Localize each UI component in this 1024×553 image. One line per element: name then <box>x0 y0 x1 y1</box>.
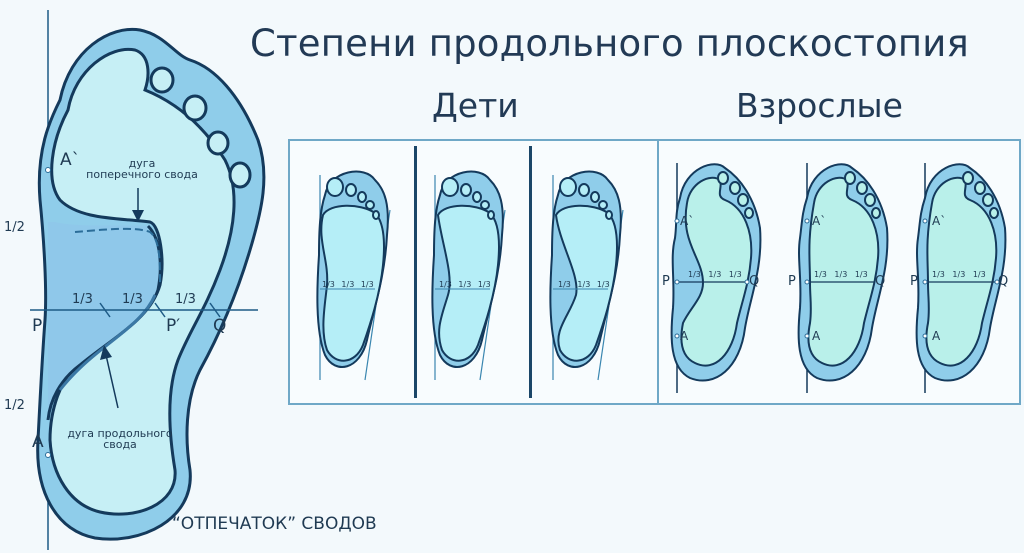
label-q: Q <box>213 316 227 336</box>
adult-1-a-prime: A` <box>680 214 695 228</box>
transverse-arch-line1: дуга <box>128 157 156 170</box>
third: 1/3 <box>477 280 491 289</box>
child-foot-3-thirds: 1/3 1/3 1/3 <box>558 280 610 289</box>
adult-3-thirds: 1/3 1/3 1/3 <box>932 270 986 279</box>
label-a: A <box>32 432 44 452</box>
adult-3-a-prime: A` <box>932 214 947 228</box>
adult-3-p: P <box>910 274 918 289</box>
child-foot-1-thirds: 1/3 1/3 1/3 <box>322 280 374 289</box>
third: 1/3 <box>708 270 722 279</box>
adult-foot-2 <box>797 163 889 393</box>
child-foot-2 <box>431 170 506 381</box>
label-p-prime: P′ <box>166 316 181 336</box>
label-a-prime: A` <box>60 150 81 170</box>
adult-1-q: Q <box>749 274 760 289</box>
adult-3-q: Q <box>998 274 1009 289</box>
longitudinal-arch-line2: свода <box>103 438 137 451</box>
adult-2-q: Q <box>875 274 886 289</box>
third: 1/3 <box>854 270 868 279</box>
child-foot-2-thirds: 1/3 1/3 1/3 <box>439 280 491 289</box>
third: 1/3 <box>688 270 701 279</box>
third: 1/3 <box>360 280 374 289</box>
third: 1/3 <box>322 280 335 289</box>
page-title: Степени продольного плоскостопия <box>250 22 969 65</box>
label-third-3: 1/3 <box>175 292 196 307</box>
adult-2-thirds: 1/3 1/3 1/3 <box>814 270 868 279</box>
third: 1/3 <box>558 280 571 289</box>
label-p: P <box>32 316 43 336</box>
label-third-2: 1/3 <box>122 292 143 307</box>
third: 1/3 <box>972 270 986 279</box>
longitudinal-arch-line1: дуга продольного <box>67 427 173 440</box>
third: 1/3 <box>439 280 452 289</box>
adult-1-a: A <box>680 329 689 343</box>
third: 1/3 <box>932 270 945 279</box>
adults-heading: Взрослые <box>736 86 903 125</box>
third: 1/3 <box>814 270 827 279</box>
adult-foot-3 <box>915 163 1007 393</box>
third: 1/3 <box>458 280 472 289</box>
caption: “ОТПЕЧАТОК” СВОДОВ <box>172 514 377 534</box>
child-divider-2 <box>529 146 532 398</box>
adult-foot-1 <box>670 163 762 393</box>
transverse-arch-label: дуга поперечного свода <box>82 158 202 180</box>
degrees-panel <box>288 139 1021 405</box>
adult-1-thirds: 1/3 1/3 1/3 <box>688 270 742 279</box>
children-heading: Дети <box>432 86 519 125</box>
third: 1/3 <box>577 280 591 289</box>
child-foot-3 <box>549 170 624 381</box>
third: 1/3 <box>341 280 355 289</box>
longitudinal-arch-label: дуга продольного свода <box>60 428 180 450</box>
adult-2-a-prime: A` <box>812 214 827 228</box>
adult-1-p: P <box>662 274 670 289</box>
main-foot-diagram <box>30 10 266 550</box>
child-divider-1 <box>414 146 417 398</box>
label-half-bottom: 1/2 <box>4 398 25 413</box>
child-foot-1 <box>316 170 391 381</box>
label-half-top: 1/2 <box>4 220 25 235</box>
adult-2-a: A <box>812 329 821 343</box>
adult-3-a: A <box>932 329 941 343</box>
adult-2-p: P <box>788 274 796 289</box>
third: 1/3 <box>596 280 610 289</box>
third: 1/3 <box>728 270 742 279</box>
panel-divider <box>657 139 659 405</box>
label-third-1: 1/3 <box>72 292 93 307</box>
third: 1/3 <box>834 270 848 279</box>
third: 1/3 <box>952 270 966 279</box>
transverse-arch-line2: поперечного свода <box>86 168 198 181</box>
